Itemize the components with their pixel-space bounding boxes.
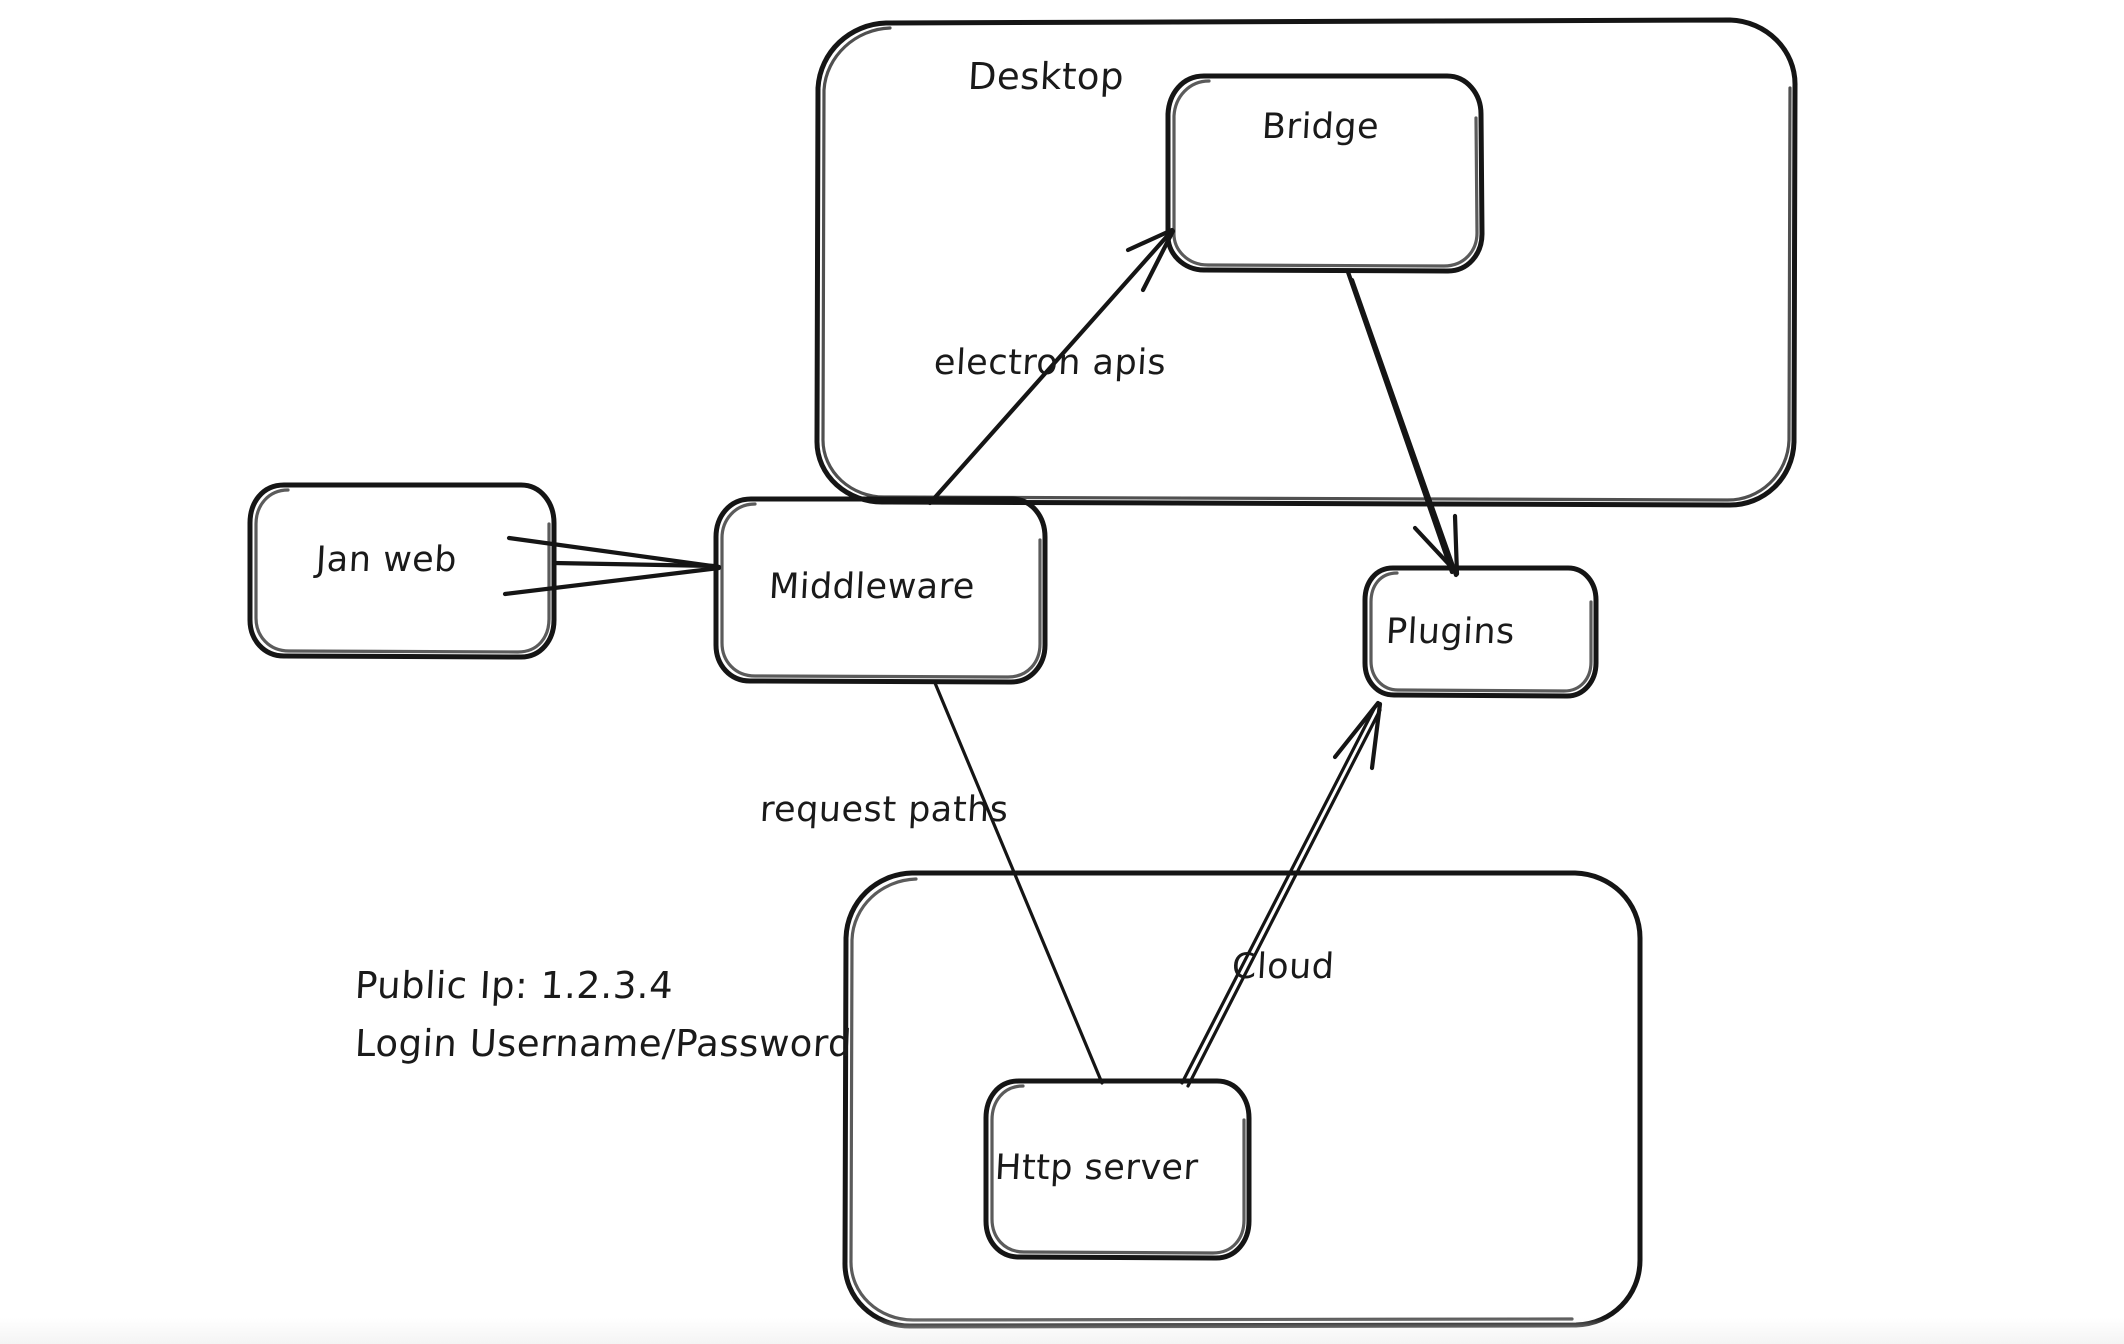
edge-label-cloud: Cloud bbox=[1230, 947, 1336, 987]
edge-middleware-to-bridge bbox=[927, 227, 1176, 506]
edge-bridge-to-plugins bbox=[1345, 269, 1460, 578]
node-label-http-server: Http server bbox=[993, 1148, 1200, 1188]
node-label-bridge: Bridge bbox=[1260, 107, 1381, 147]
node-label-jan-web: Jan web bbox=[314, 540, 459, 580]
node-label-middleware: Middleware bbox=[767, 567, 976, 607]
node-jan-web-box bbox=[247, 482, 557, 660]
edge-http-server-to-plugins bbox=[1180, 700, 1383, 1088]
node-middleware-box bbox=[713, 496, 1048, 685]
node-bridge-box bbox=[1165, 73, 1485, 274]
edge-jan-web-to-middleware bbox=[502, 535, 722, 597]
note-login-credentials: Login Username/Password bbox=[353, 1022, 854, 1065]
edge-middleware-to-http-server bbox=[933, 681, 1104, 1085]
group-desktop-outline bbox=[814, 17, 1798, 508]
node-label-plugins: Plugins bbox=[1384, 612, 1516, 652]
edge-label-request-paths: request paths bbox=[758, 790, 1010, 830]
edge-label-electron-apis: electron apis bbox=[932, 343, 1168, 383]
group-label-desktop: Desktop bbox=[966, 55, 1126, 98]
node-http-server-box bbox=[983, 1078, 1252, 1261]
note-public-ip: Public Ip: 1.2.3.4 bbox=[353, 964, 675, 1007]
node-plugins-box bbox=[1362, 565, 1599, 699]
